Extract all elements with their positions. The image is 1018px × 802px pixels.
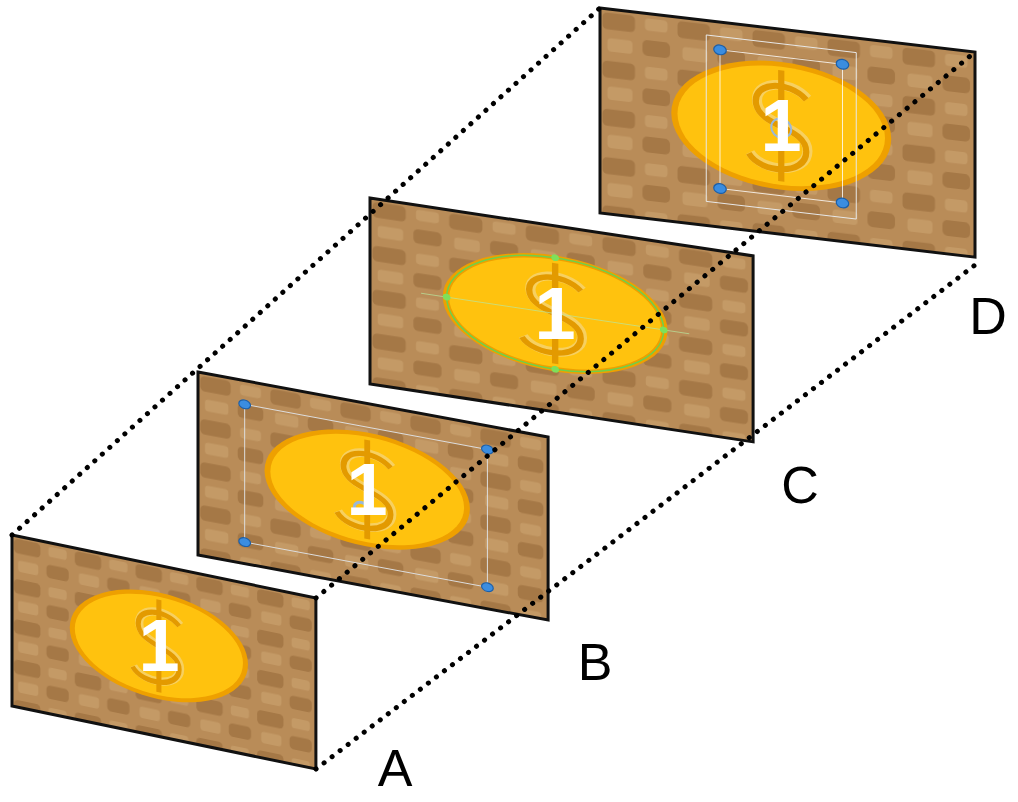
frame-letter: C (781, 459, 819, 511)
frame-letter: D (969, 290, 1007, 342)
frame-letter: B (578, 636, 613, 688)
coin-value: 1 (346, 453, 387, 527)
frame-b (198, 372, 548, 620)
coin-value: 1 (760, 89, 801, 163)
coin-value: 1 (138, 609, 179, 683)
frame-a (12, 535, 316, 769)
frame-c (370, 198, 753, 442)
coin-value: 1 (534, 277, 575, 351)
frame-letter: A (378, 742, 413, 794)
dotted-guide (12, 8, 975, 769)
frame-d (600, 8, 975, 257)
